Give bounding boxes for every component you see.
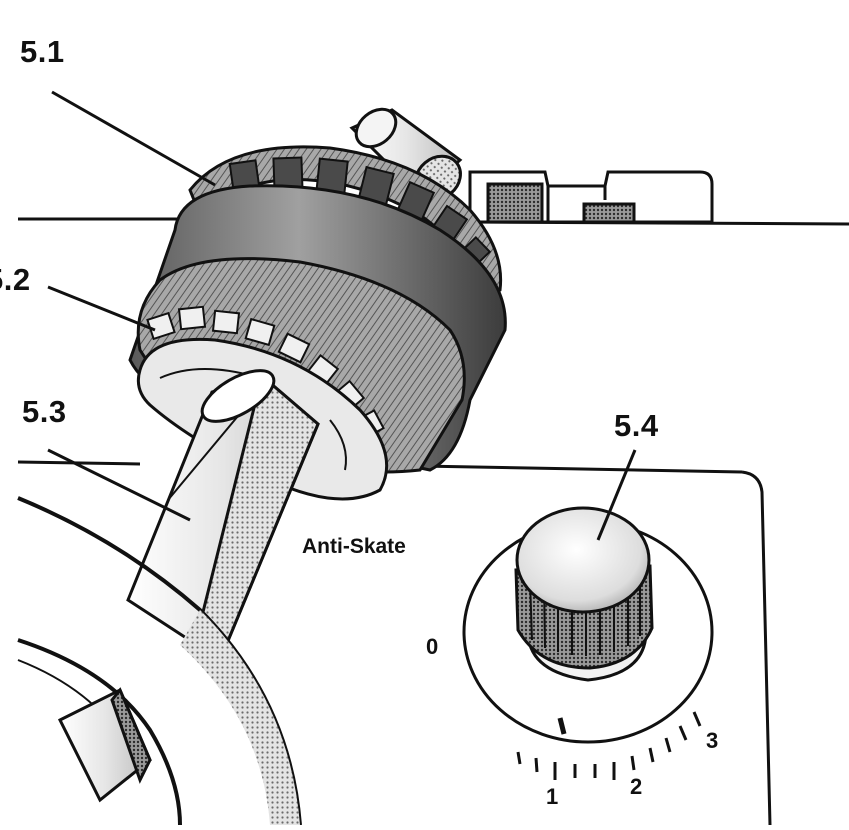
tonearm-rest-block <box>468 170 714 224</box>
scale-label-3: 3 <box>706 728 719 753</box>
anti-skate-caption: Anti-Skate <box>302 535 406 558</box>
scale-label-2: 2 <box>630 774 643 799</box>
anti-skate-scale-ticks <box>516 711 702 780</box>
leader-lines <box>47 90 637 541</box>
callout-5-3: 5.3 <box>22 394 67 429</box>
leader-5-1 <box>51 90 216 187</box>
callout-5-4: 5.4 <box>614 408 659 443</box>
callout-5-2: 5.2 <box>0 262 31 297</box>
callout-5-1: 5.1 <box>20 34 65 69</box>
leader-5-2 <box>47 285 156 332</box>
platter-edge <box>17 496 302 826</box>
tonearm-base <box>57 687 152 803</box>
scale-label-0: 0 <box>426 634 439 659</box>
scale-label-1: 1 <box>546 784 559 809</box>
anti-skate-dial <box>462 506 714 744</box>
leader-5-4 <box>596 449 637 541</box>
counterweight <box>128 145 507 501</box>
leader-5-3 <box>47 448 191 522</box>
